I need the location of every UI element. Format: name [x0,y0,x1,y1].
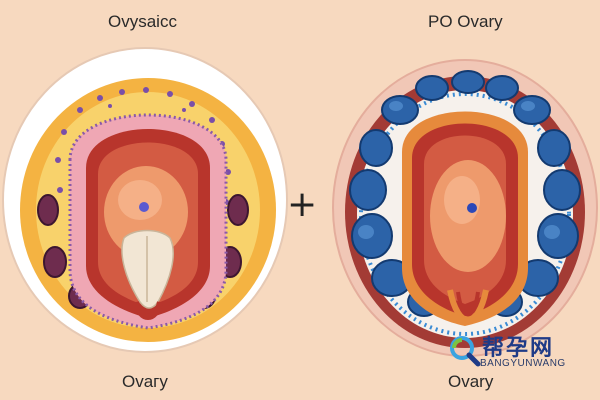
left-caption: Ovaгy [122,372,168,391]
watermark: 帮孕网 BANGYUNWANG [448,330,588,376]
plus-sign: + [287,184,318,225]
watermark-english-text: BANGYUNWANG [480,358,566,369]
polycystic-ovary-illustration [332,59,598,357]
normal-ovary-illustration [2,47,288,353]
right-title: PO Ovary [428,12,503,31]
magnifier-logo-icon [450,336,481,367]
watermark-chinese-text: 帮孕网 [482,336,555,361]
right-caption: Ovary [448,372,494,391]
left-title: Ovysaicc [108,12,177,31]
